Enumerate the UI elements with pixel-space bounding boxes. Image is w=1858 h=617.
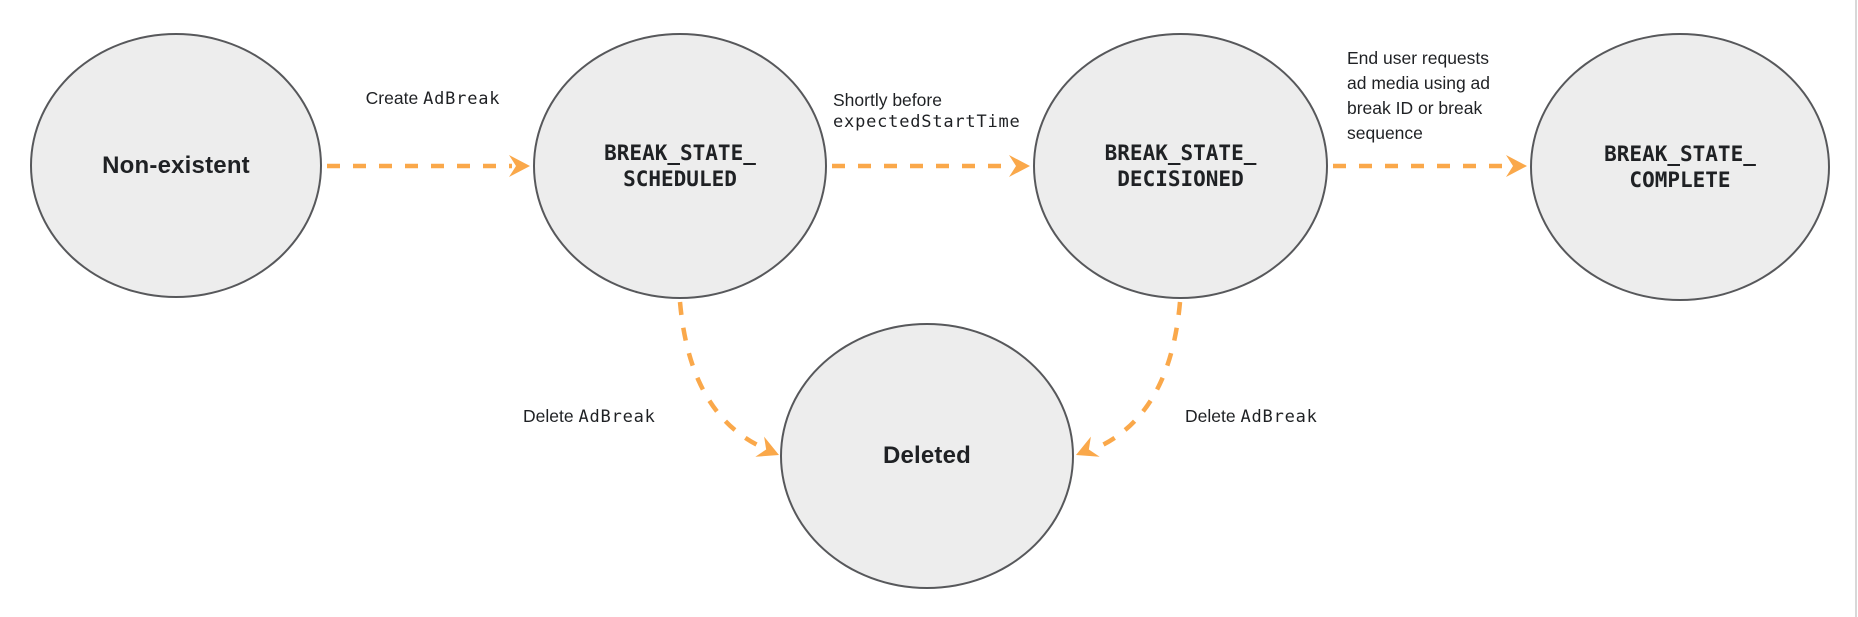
state-label: BREAK_STATE_SCHEDULED bbox=[604, 141, 756, 191]
state-label: Deleted bbox=[882, 442, 972, 469]
page-edge-divider bbox=[1855, 0, 1857, 617]
arrowhead-icon bbox=[1009, 155, 1030, 177]
transition-label-end-user-requests: End user requests ad media using ad brea… bbox=[1347, 48, 1491, 143]
state-label: BREAK_STATE_COMPLETE bbox=[1604, 142, 1756, 192]
arrowhead-icon bbox=[1076, 436, 1100, 457]
state-node-break-state-decisioned: BREAK_STATE_DECISIONED bbox=[1033, 33, 1328, 299]
arrowhead-icon bbox=[509, 155, 530, 177]
arrow-delete-right-line bbox=[1093, 301, 1183, 452]
arrowhead-icon bbox=[1506, 155, 1527, 177]
transition-label-delete-adbreak-left: Delete AdBreak bbox=[523, 406, 656, 427]
state-label: BREAK_STATE_DECISIONED bbox=[1104, 141, 1257, 191]
state-node-deleted: Deleted bbox=[780, 323, 1074, 589]
transition-label-shortly-before: Shortly before expectedStartTime bbox=[833, 90, 1021, 132]
arrow-delete-left-line bbox=[677, 301, 767, 452]
state-node-break-state-complete: BREAK_STATE_COMPLETE bbox=[1530, 33, 1830, 301]
state-label: Non-existent bbox=[102, 151, 250, 179]
transition-label-create-adbreak: Create AdBreak bbox=[365, 88, 501, 109]
state-node-non-existent: Non-existent bbox=[30, 33, 322, 298]
arrowhead-icon bbox=[755, 436, 779, 457]
state-node-break-state-scheduled: BREAK_STATE_SCHEDULED bbox=[533, 33, 827, 299]
transition-label-delete-adbreak-right: Delete AdBreak bbox=[1185, 406, 1318, 427]
